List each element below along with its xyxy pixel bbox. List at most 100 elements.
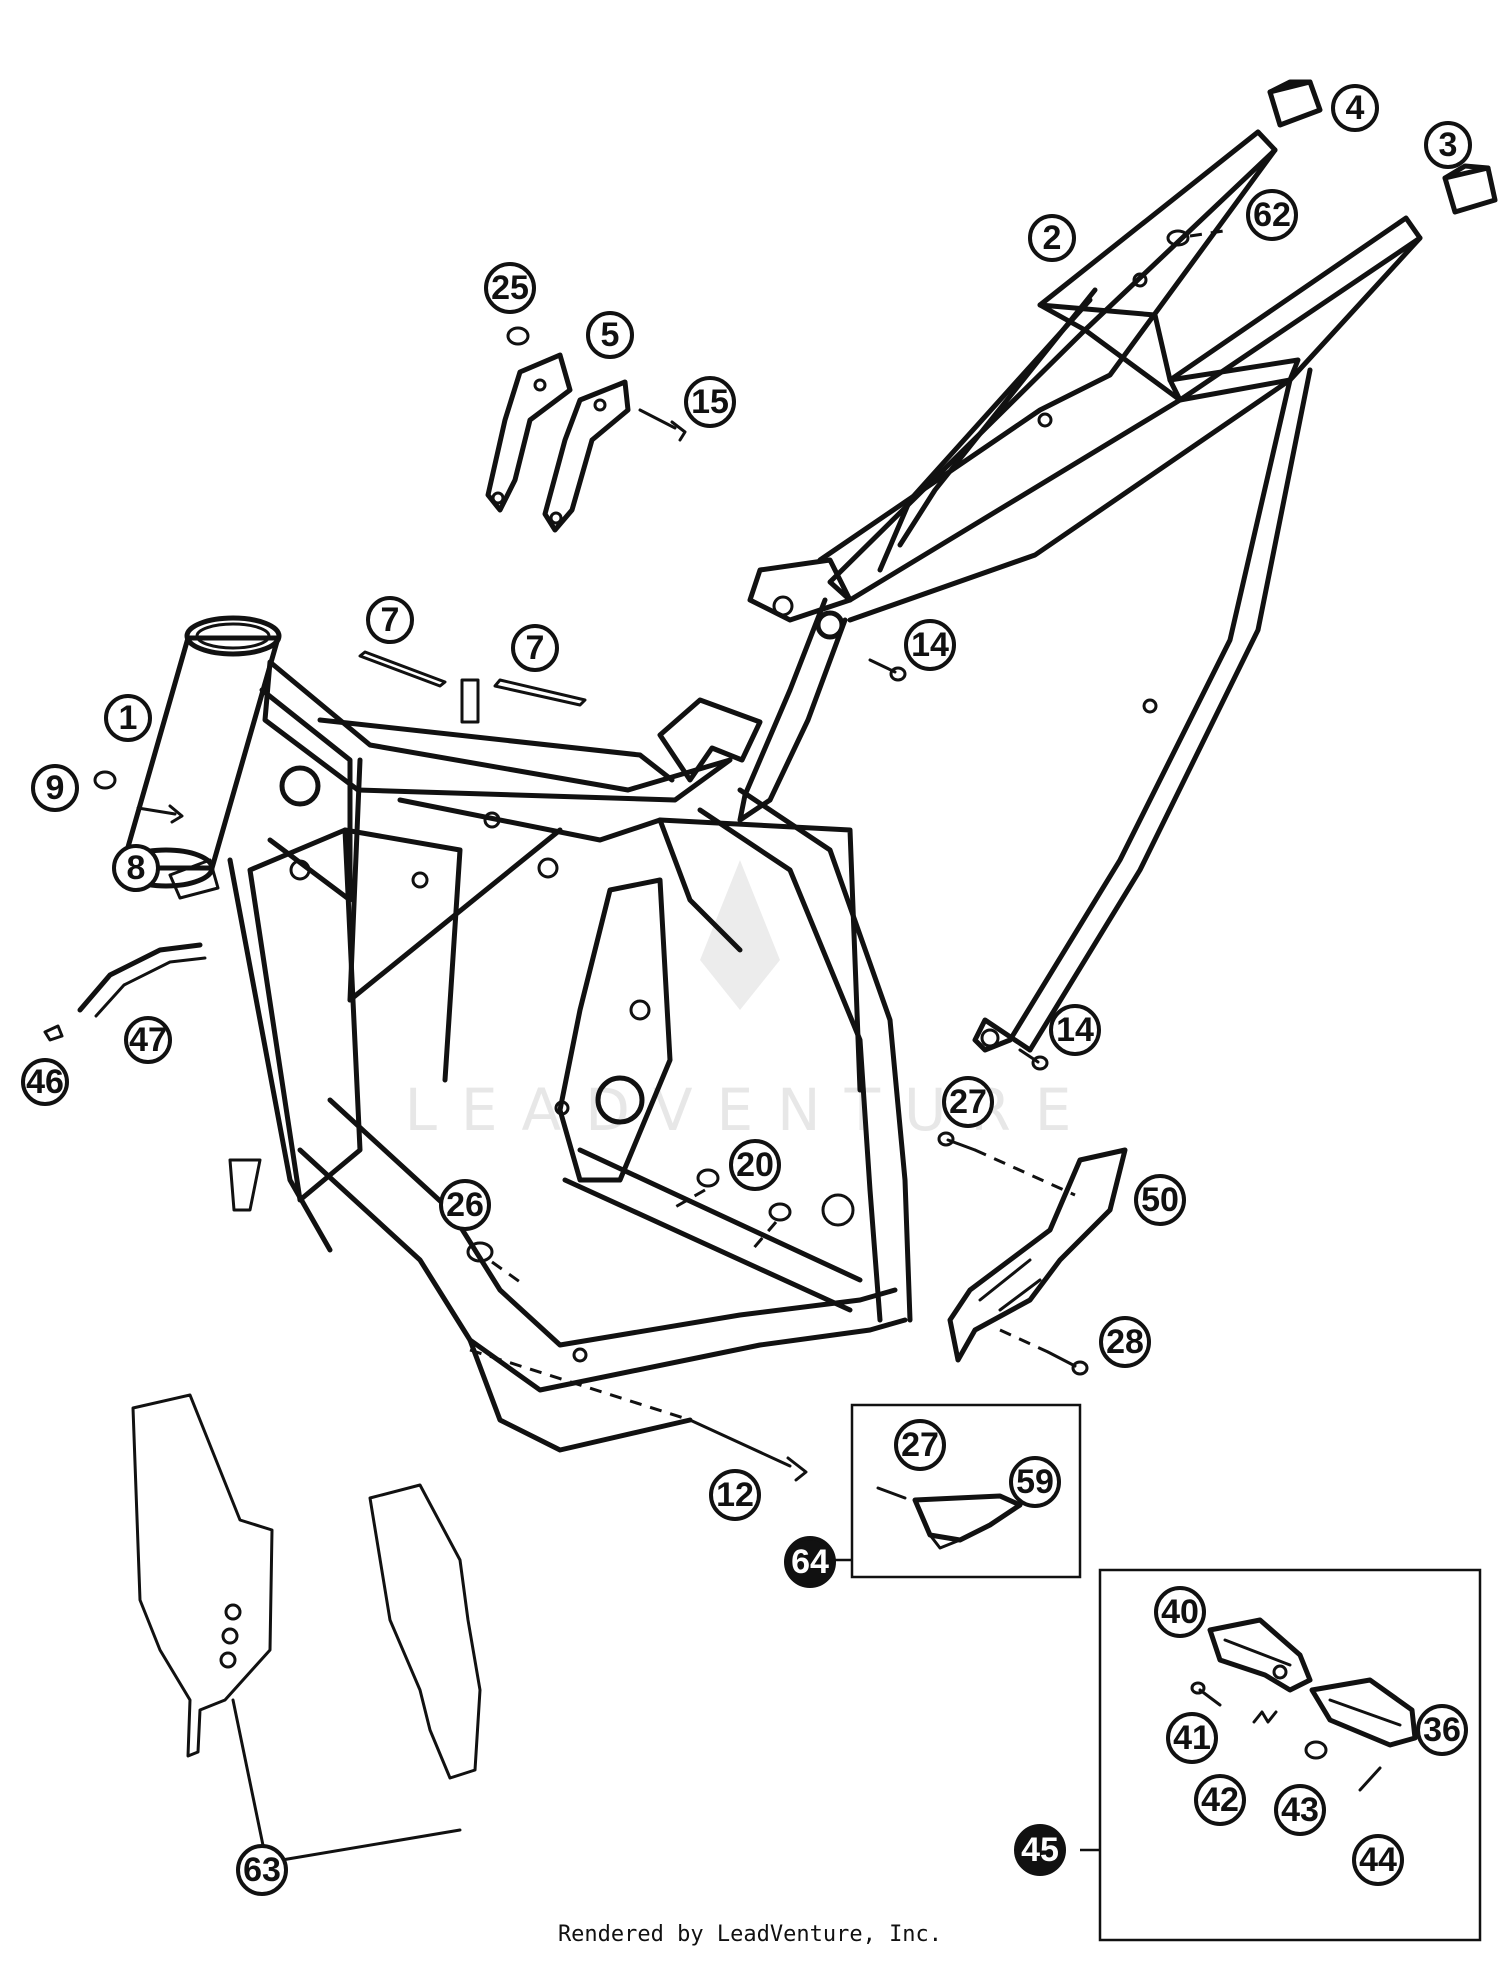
callout-46[interactable]: 46 [21,1058,69,1106]
callout-label: 50 [1141,1181,1179,1219]
callout-12[interactable]: 12 [709,1469,761,1521]
callout-label: 28 [1106,1323,1144,1361]
callout-8[interactable]: 8 [112,844,160,892]
callout-label: 63 [243,1851,281,1889]
frame-protector-63-left[interactable] [131,1393,274,1758]
nut-20a[interactable] [669,1168,720,1212]
nut-9[interactable] [93,770,117,790]
bolt-8[interactable] [136,804,184,824]
callout-14b[interactable]: 14 [1049,1004,1101,1056]
callout-20[interactable]: 20 [729,1139,781,1191]
callout-14a[interactable]: 14 [904,619,956,671]
callout-label: 43 [1281,1791,1319,1829]
footrest-40[interactable] [1207,1617,1313,1693]
callout-41[interactable]: 41 [1166,1712,1218,1764]
callout-63[interactable]: 63 [236,1844,288,1896]
callout-26[interactable]: 26 [439,1179,491,1231]
hose-47[interactable] [77,942,207,1018]
callout-27a[interactable]: 27 [942,1076,994,1128]
callout-label: 7 [381,601,400,639]
callout-7a[interactable]: 7 [366,596,414,644]
callout-42[interactable]: 42 [1194,1774,1246,1826]
chain-guide-kit-box [835,1403,1082,1579]
callout-label: 3 [1439,126,1458,164]
nut-62[interactable] [1166,228,1231,247]
spring-42[interactable] [1252,1710,1278,1724]
callout-label: 40 [1161,1593,1199,1631]
callout-label: 59 [1016,1463,1054,1501]
bolt-27[interactable] [937,1131,1076,1197]
nut-20b[interactable] [750,1202,792,1251]
callout-7b[interactable]: 7 [511,624,559,672]
bracket-5[interactable] [485,352,631,533]
bolt-14-upper[interactable] [868,658,907,682]
callout-9[interactable]: 9 [31,764,79,812]
callout-1[interactable]: 1 [104,694,152,742]
callout-label: 26 [446,1186,484,1224]
callout-40[interactable]: 40 [1154,1586,1206,1638]
callout-label: 36 [1423,1711,1461,1749]
subframe[interactable] [737,129,1423,1053]
callout-28[interactable]: 28 [1099,1316,1151,1368]
callout-50[interactable]: 50 [1134,1174,1186,1226]
bolt-14-lower[interactable] [1018,1048,1049,1071]
callout-label: 46 [26,1063,64,1101]
callout-label: 5 [601,316,620,354]
callout-label: 14 [1056,1011,1094,1049]
callout-45[interactable]: 45 [1014,1824,1066,1876]
callout-label: 1 [119,699,138,737]
callout-44[interactable]: 44 [1352,1834,1404,1886]
chain-guide-50[interactable] [947,1147,1128,1363]
callout-label: 7 [526,629,545,667]
callout-15[interactable]: 15 [684,376,736,428]
callout-label: 8 [127,849,146,887]
footrest-36[interactable] [1309,1677,1418,1748]
callout-59[interactable]: 59 [1009,1456,1061,1508]
callout-36[interactable]: 36 [1416,1704,1468,1756]
main-frame[interactable] [117,615,913,1453]
callout-label: 27 [901,1426,939,1464]
callout-label: 4 [1346,89,1365,127]
cotter-pin-44[interactable] [1358,1766,1382,1792]
callout-label: 62 [1253,196,1291,234]
callout-label: 41 [1173,1719,1211,1757]
pin-41[interactable] [1190,1681,1222,1707]
callout-label: 44 [1359,1841,1397,1879]
nut-26[interactable] [466,1241,521,1284]
bolt-28[interactable] [999,1328,1089,1376]
callout-label: 47 [129,1021,167,1059]
callout-25[interactable]: 25 [484,262,536,314]
nut-25[interactable] [506,326,530,346]
end-cap-3[interactable] [1442,163,1498,215]
slider-59[interactable] [876,1486,1023,1550]
clip-46[interactable] [43,1024,64,1042]
callout-label: 20 [736,1146,774,1184]
callout-label: 64 [791,1543,829,1581]
leader-63b [268,1828,462,1864]
callout-4[interactable]: 4 [1331,84,1379,132]
callout-47[interactable]: 47 [124,1016,172,1064]
washer-43[interactable] [1304,1740,1328,1760]
callout-2[interactable]: 2 [1028,214,1076,262]
bolt-15[interactable] [638,408,687,442]
decal-7-left[interactable] [358,650,447,688]
callout-5[interactable]: 5 [586,311,634,359]
callout-27b[interactable]: 27 [894,1419,946,1471]
callout-label: 42 [1201,1781,1239,1819]
footrest-kit-box [1080,1568,1482,1942]
callout-62[interactable]: 62 [1246,189,1298,241]
end-cap-4[interactable] [1267,79,1323,128]
callout-label: 14 [911,626,949,664]
callout-3[interactable]: 3 [1424,121,1472,169]
callout-label: 27 [949,1083,987,1121]
frame-protector-63-right[interactable] [368,1483,482,1780]
leader-63a [231,1698,267,1857]
callout-label: 45 [1021,1831,1059,1869]
callout-43[interactable]: 43 [1274,1784,1326,1836]
callout-label: 25 [491,269,529,307]
callout-64[interactable]: 64 [784,1536,836,1588]
callout-label: 15 [691,383,729,421]
decal-7-right[interactable] [493,678,587,707]
bolt-12[interactable] [469,1348,808,1482]
callout-label: 2 [1043,219,1062,257]
